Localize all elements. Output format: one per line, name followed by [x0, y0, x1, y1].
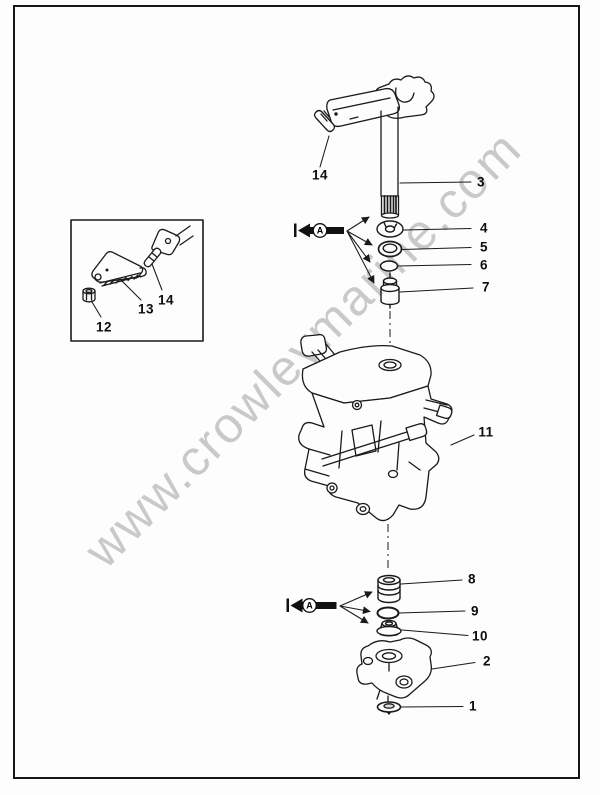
diagram-border-frame	[13, 5, 580, 779]
swivel-bracket-art	[298, 333, 453, 522]
callout-steering-nut: 10	[471, 628, 489, 644]
direction-marker-lower-art	[286, 598, 337, 614]
callout-swivel-bracket: 11	[478, 424, 494, 440]
callout-upper-bushing: 5	[479, 239, 489, 255]
callout-inset-lever-arm: 13	[137, 301, 155, 317]
callout-steering-bushing: 8	[467, 571, 477, 587]
callout-swivel-shaft: 3	[476, 174, 486, 190]
callout-pin-top: 14	[311, 167, 329, 183]
steering-arm-assembly-art	[313, 75, 435, 219]
view-a-letter-upper: A	[316, 225, 324, 235]
callout-steering-bracket: 2	[482, 653, 492, 669]
direction-marker-upper-art	[294, 222, 344, 238]
callout-inset-pin: 14	[157, 292, 175, 308]
lower-hardware-stack-art	[376, 574, 402, 637]
fan-arrow-lines	[339, 216, 375, 624]
inset-box-art	[70, 219, 204, 342]
callout-screw-washer: 1	[468, 698, 478, 714]
leader-lines	[91, 135, 476, 708]
callout-washer: 4	[479, 220, 489, 236]
callout-lower-shaft-bushing: 7	[481, 279, 491, 295]
view-a-letter-lower: A	[306, 600, 313, 610]
callout-steering-oring: 9	[470, 603, 480, 619]
steering-bracket-art	[356, 637, 433, 715]
callout-inset-nut: 12	[95, 319, 113, 335]
upper-hardware-stack-art	[376, 220, 404, 309]
callout-upper-oring: 6	[479, 257, 489, 273]
